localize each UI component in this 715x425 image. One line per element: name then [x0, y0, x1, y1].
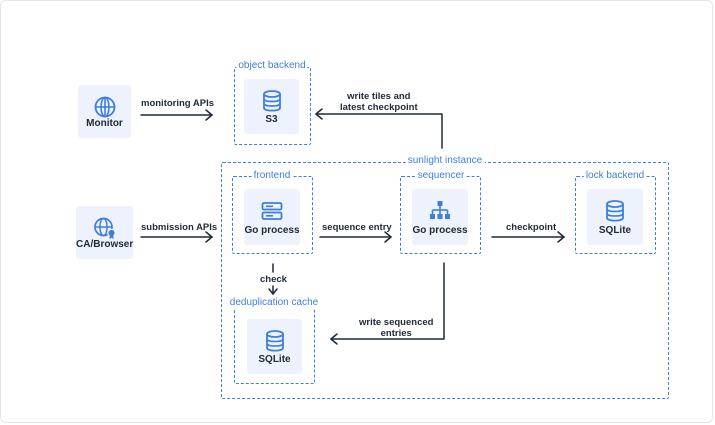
s3-node: S3: [244, 79, 299, 134]
submission-apis-label: submission APIs: [141, 222, 218, 233]
database-icon: [262, 90, 281, 112]
server-icon: [261, 202, 283, 220]
lock-sqlite-node: SQLite: [587, 189, 643, 245]
check-arrow: [268, 263, 278, 295]
object-backend-label: object backend: [236, 60, 308, 72]
checkpoint-arrow: [491, 231, 565, 243]
sequence-entry-label: sequence entry: [322, 222, 392, 233]
checkpoint-label: checkpoint: [506, 222, 557, 233]
dedup-cache-label: deduplication cache: [227, 297, 321, 309]
sequencer-process-title: Go process: [412, 225, 468, 236]
check-label: check: [260, 274, 287, 285]
s3-title: S3: [265, 114, 278, 125]
sequence-entry-arrow: [319, 231, 392, 243]
write-sequenced-label: write sequenced entries: [359, 317, 434, 339]
database-icon: [265, 330, 284, 352]
submission-apis-arrow: [140, 231, 213, 243]
monitoring-apis-label: monitoring APIs: [141, 98, 215, 109]
monitor-title: Monitor: [86, 118, 123, 129]
write-tiles-label: write tiles and latest checkpoint: [340, 91, 418, 113]
globe-icon: [94, 96, 115, 118]
monitoring-apis-arrow: [140, 109, 213, 121]
hierarchy-icon: [430, 201, 450, 219]
sunlight-instance-label: sunlight instance: [405, 155, 485, 167]
ca-browser-title: CA/Browser: [76, 239, 134, 250]
dedup-sqlite-title: SQLite: [258, 354, 291, 365]
database-icon: [606, 200, 624, 222]
frontend-label: frontend: [251, 170, 293, 182]
sequencer-label: sequencer: [415, 170, 467, 182]
ca-browser-node: CA/Browser: [76, 206, 133, 259]
write-sequenced-arrow: [330, 262, 445, 345]
frontend-process-node: Go process: [244, 189, 300, 245]
write-tiles-arrow: [315, 108, 443, 149]
globe-certificate-icon: [93, 217, 116, 239]
dedup-sqlite-node: SQLite: [247, 319, 302, 374]
monitor-node: Monitor: [78, 85, 131, 138]
sequencer-process-node: Go process: [412, 189, 468, 245]
lock-backend-label: lock backend: [583, 170, 647, 182]
lock-sqlite-title: SQLite: [598, 225, 632, 236]
frontend-process-title: Go process: [244, 225, 300, 236]
